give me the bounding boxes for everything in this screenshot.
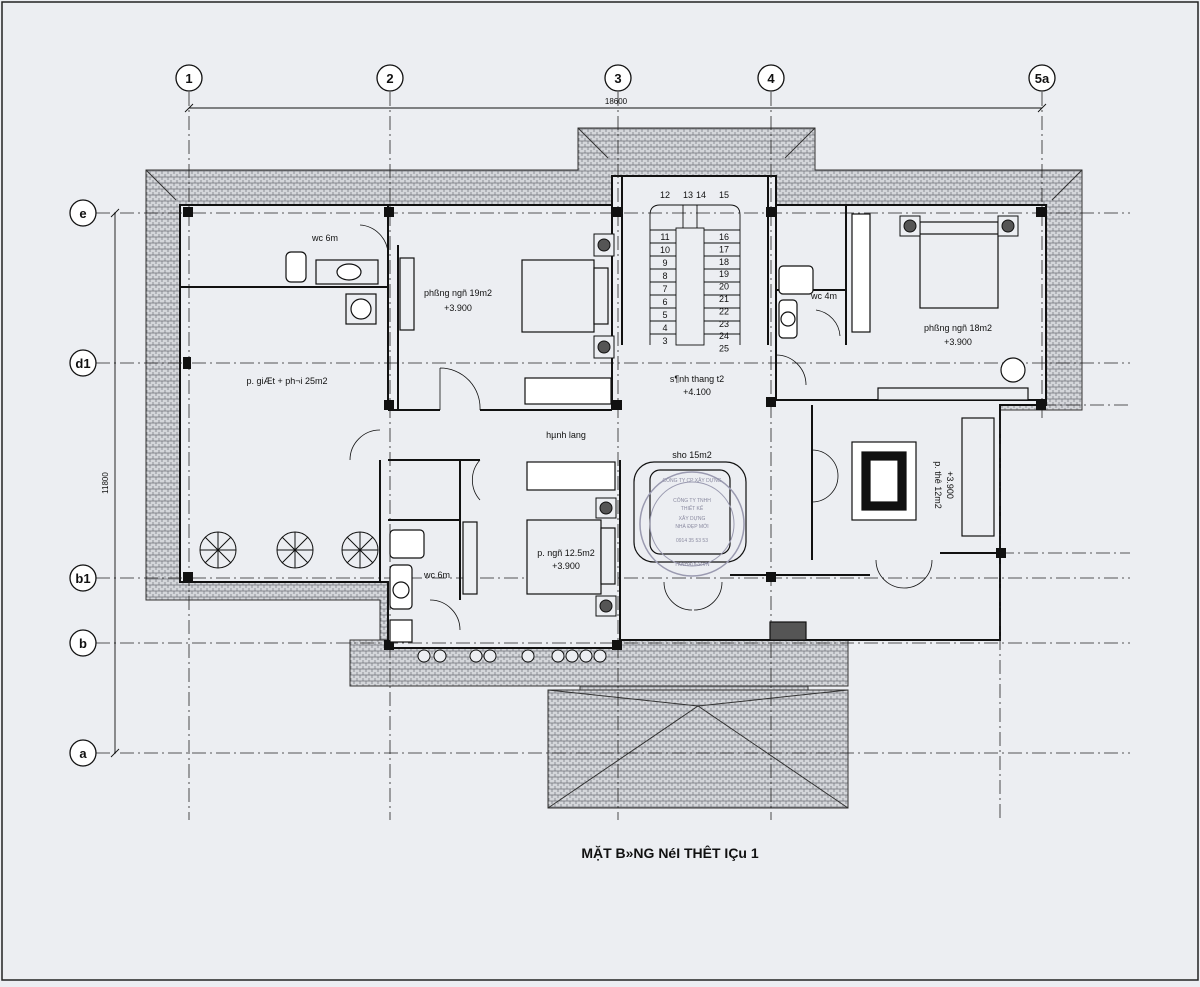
stamp-line-3: THIẾT KẾ <box>681 505 704 512</box>
stair-step-9: 9 <box>662 258 667 268</box>
grid-row-d1: d1 <box>75 356 90 371</box>
stair-step-17: 17 <box>719 244 729 254</box>
stamp-line-4: XÂY DỰNG <box>679 515 706 522</box>
grid-col-1: 1 <box>185 71 192 86</box>
dim-width: 18600 <box>605 97 628 106</box>
doors <box>349 224 933 631</box>
room-label-laundry: p. giÆt + ph¬i 25m2 <box>246 376 327 386</box>
room-label-wc-bottom: wc 6m <box>423 570 450 580</box>
stair-step-7: 7 <box>662 284 667 294</box>
grid-row-b1: b1 <box>75 571 90 586</box>
grid-col-2: 2 <box>386 71 393 86</box>
staircase <box>649 204 741 346</box>
stair-step-19: 19 <box>719 269 729 279</box>
stair-step-20: 20 <box>719 282 729 292</box>
nightstands <box>593 215 1019 617</box>
room-level-worship: +3.900 <box>945 471 955 499</box>
stair-step-8: 8 <box>662 271 667 281</box>
grid-row-a: a <box>79 746 87 761</box>
grid-row-e: e <box>79 206 86 221</box>
grid-row-b: b <box>79 636 87 651</box>
stair-step-18: 18 <box>719 257 729 267</box>
room-label-bedroom-12-5: p. ngñ 12.5m2 <box>537 548 595 558</box>
room-label-wc-top-left: wc 6m <box>311 233 338 243</box>
stamp-line-6: 0914 35 53 53 <box>676 538 708 544</box>
stair-step-16: 16 <box>719 232 729 242</box>
stair-step-4: 4 <box>662 323 667 333</box>
grid-col-5a: 5a <box>1035 71 1050 86</box>
room-label-worship: p. thê 12m2 <box>933 461 943 509</box>
room-level-bedroom-19: +3.900 <box>444 303 472 313</box>
room-label-wc-4: wc 4m <box>810 291 837 301</box>
stair-step-12: 12 <box>660 190 670 200</box>
room-label-corridor: hµnh lang <box>546 430 586 440</box>
stamp-line-1: CÔNG TY CP XÂY DỰNG <box>663 477 722 484</box>
stair-step-5: 5 <box>662 310 667 320</box>
stair-step-10: 10 <box>660 245 670 255</box>
room-label-sho: sho 15m2 <box>672 450 712 460</box>
plants <box>199 531 607 663</box>
furniture <box>285 213 1029 643</box>
stair-step-15: 15 <box>719 190 729 200</box>
stamp-line-5: NHÀ ĐẸP MỚI <box>675 523 708 530</box>
structural-columns <box>183 207 1046 650</box>
room-label-bedroom-18: phßng ngñ 18m2 <box>924 323 992 333</box>
stair-step-23: 23 <box>719 319 729 329</box>
company-stamp <box>639 471 745 577</box>
stair-step-21: 21 <box>719 294 729 304</box>
grid-bubbles <box>69 64 1056 767</box>
grid-col-3: 3 <box>614 71 621 86</box>
stair-step-22: 22 <box>719 306 729 316</box>
stair-step-11: 11 <box>660 232 669 242</box>
room-label-bedroom-19: phßng ngñ 19m2 <box>424 288 492 298</box>
stair-step-25: 25 <box>719 344 729 354</box>
room-level-bedroom-18: +3.900 <box>944 337 972 347</box>
drawing-title: MẶT B»NG NéI THÊT IÇu 1 <box>581 844 759 861</box>
room-level-bedroom-12-5: +3.900 <box>552 561 580 571</box>
stair-step-3: 3 <box>662 336 667 346</box>
stamp-line-2: CÔNG TY TNHH <box>673 497 711 504</box>
stair-step-24: 24 <box>719 331 729 341</box>
stamp-line-7: TKNHADEP.VN <box>675 562 710 568</box>
room-level-stair-hall: +4.100 <box>683 387 711 397</box>
stair-step-13: 13 <box>683 190 693 200</box>
stair-step-14: 14 <box>696 190 706 200</box>
grid-col-4: 4 <box>767 71 775 86</box>
dimension-lines <box>110 103 1047 758</box>
dim-depth: 11800 <box>101 472 110 494</box>
stair-step-6: 6 <box>662 297 667 307</box>
room-label-stair-hall: s¶nh thang t2 <box>670 374 724 384</box>
